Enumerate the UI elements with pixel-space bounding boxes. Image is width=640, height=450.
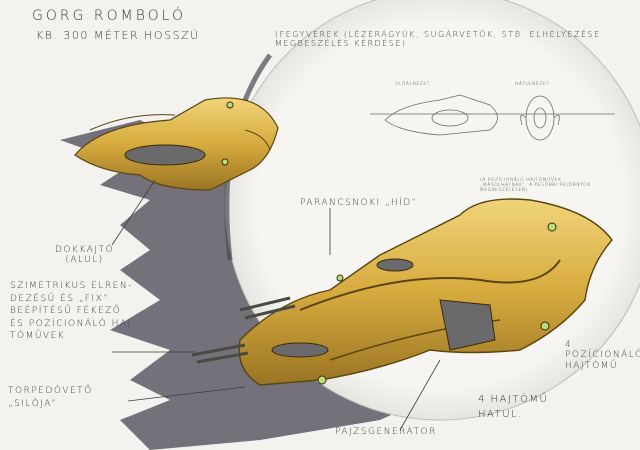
shield-generator-label: PAJZSGENERÁTOR (335, 427, 437, 437)
large-ship (191, 198, 613, 386)
side-view-sketch (370, 94, 615, 136)
weapons-note: (FEGYVEREK (LÉZERÁGYÚK, SUGÁRVETŐK, STB.… (275, 30, 601, 49)
bridge-label: PARANCSNOKI „HÍD” (300, 198, 418, 208)
small-ship (74, 97, 279, 191)
dock-door-label: DOKKAJTÓ (ALUL) (55, 245, 115, 266)
rear-engines-label: 4 HAJTÓMŰ HATUL. (478, 394, 549, 420)
symmetric-thrusters-label: SZIMETRIKUS ELREN- DEZÉSŰ ÉS „FIX” BEÉPÍ… (10, 281, 137, 342)
subtitle: KB. 300 MÉTER HOSSZÚ (36, 29, 200, 42)
torpedo-silo-label: TORPEDÓVETŐ „SILÓJA” (8, 386, 93, 409)
rear-view-sketch (520, 95, 560, 141)
positioning-note: (A POZÍCIONÁLÓ HAJTÓMŰVEK „MÁSOLHATNAK”,… (480, 178, 591, 194)
positioning-engines-label: 4 POZÍCIONÁLÓ HAJTÓMŰ (565, 340, 640, 371)
rear-view-label: HÁTULNÉZET (515, 82, 550, 87)
pointer-lines (111, 179, 441, 431)
side-view-label: OLDALNÉZET (395, 82, 430, 87)
title: GORG ROMBOLÓ (32, 8, 186, 24)
